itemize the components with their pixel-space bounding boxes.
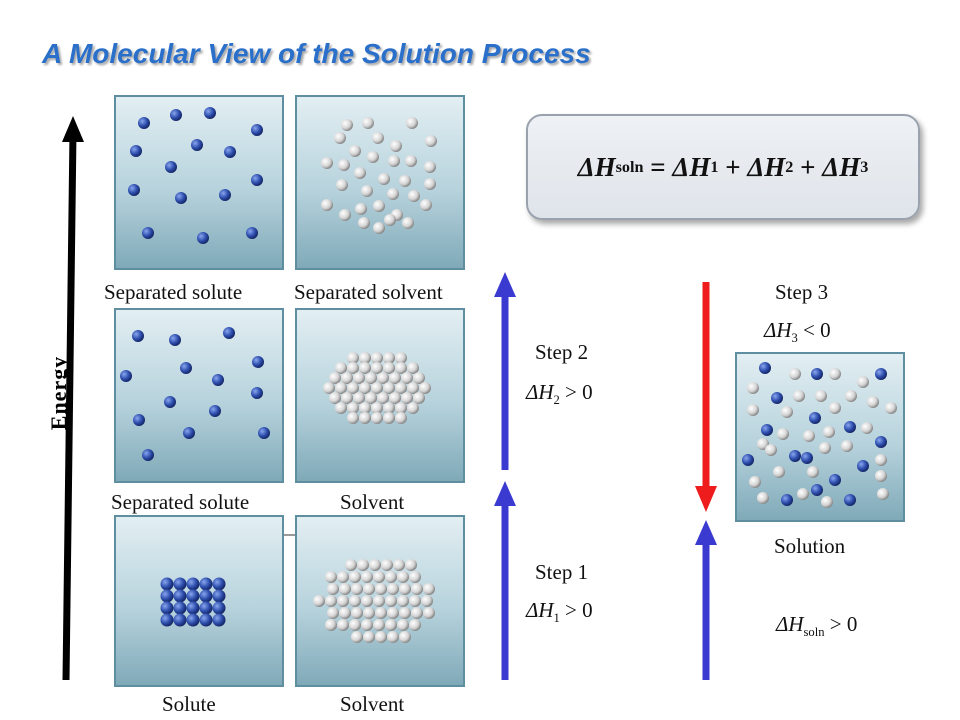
eq-lhs: ΔH bbox=[577, 151, 616, 182]
solvent-box-mid bbox=[295, 308, 465, 483]
soln-dh: ΔHsoln > 0 bbox=[776, 612, 858, 640]
step3-dh: ΔH3 < 0 bbox=[764, 318, 831, 346]
step1-dh: ΔH1 > 0 bbox=[526, 598, 593, 626]
label-separated-solute-top: Separated solute bbox=[104, 280, 243, 304]
label-solute-bottom: Solute bbox=[162, 692, 216, 716]
solvent-box-bottom bbox=[295, 515, 465, 687]
solute-box-bottom bbox=[114, 515, 284, 687]
solution-box bbox=[735, 352, 905, 522]
step1-name: Step 1 bbox=[535, 560, 589, 584]
label-solvent-mid: Solvent bbox=[340, 490, 405, 514]
label-separated-solute-mid: Separated solute bbox=[111, 490, 250, 514]
separated-solute-box-mid bbox=[114, 308, 284, 483]
step2-arrow-head bbox=[494, 272, 516, 297]
step2-name: Step 2 bbox=[535, 340, 589, 364]
step2-dh: ΔH2 > 0 bbox=[526, 380, 593, 408]
soln-arrow-head bbox=[695, 520, 717, 545]
energy-axis-head bbox=[62, 116, 84, 142]
energy-axis-label: Energy bbox=[46, 355, 71, 431]
separated-solute-box-top bbox=[114, 95, 284, 270]
step1-arrow-head bbox=[494, 481, 516, 506]
label-solvent-bottom: Solvent bbox=[340, 692, 405, 716]
label-separated-solvent-top: Separated solvent bbox=[294, 280, 443, 304]
page-title: A Molecular View of the Solution Process bbox=[42, 38, 591, 69]
step3-arrow-head bbox=[695, 486, 717, 512]
label-solution: Solution bbox=[774, 534, 846, 558]
step3-name: Step 3 bbox=[775, 280, 829, 304]
energy-axis-arrow bbox=[62, 131, 77, 681]
separated-solvent-box-top bbox=[295, 95, 465, 270]
